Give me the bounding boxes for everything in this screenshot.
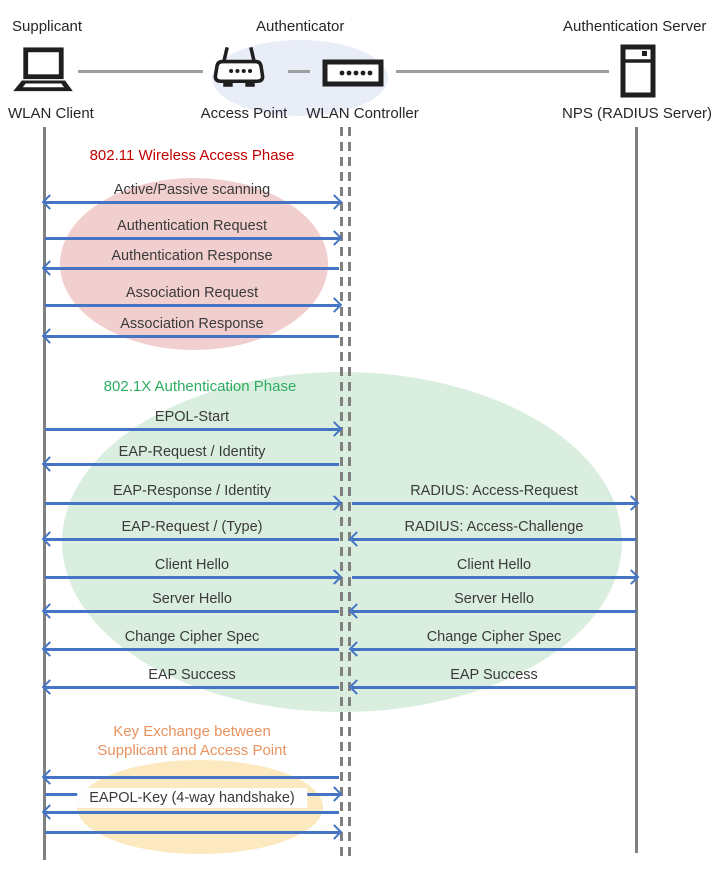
wireless-access-phase-ellipse xyxy=(60,178,328,350)
message-change-cipher-spec-right: Change Cipher Spec xyxy=(348,629,636,657)
message-eapol-key-3: EAPOL-Key (4-way handshake) xyxy=(41,788,339,820)
message-radius-access-request: RADIUS: Access-Request xyxy=(352,483,640,511)
arrow-line xyxy=(45,610,339,613)
arrow-line xyxy=(352,576,636,579)
arrow-line xyxy=(45,648,339,651)
wlan-client-label: WLAN Client xyxy=(8,105,94,122)
wireless-access-phase-title: 802.11 Wireless Access Phase xyxy=(89,147,295,164)
message-radius-access-challenge: RADIUS: Access-Challenge xyxy=(348,519,636,547)
message-label: EAP Success xyxy=(450,667,538,683)
message-label: EAP Success xyxy=(148,667,236,683)
nps-radius-server-label: NPS (RADIUS Server) xyxy=(562,105,713,122)
message-label: Server Hello xyxy=(152,591,232,607)
access-point-label: Access Point xyxy=(200,105,288,122)
wlc-server-link-line xyxy=(396,70,609,73)
message-label: Client Hello xyxy=(154,557,230,573)
message-label: Change Cipher Spec xyxy=(124,629,260,645)
arrow-line xyxy=(352,686,636,689)
arrow-line xyxy=(45,538,339,541)
authenticator-lifeline-right xyxy=(348,127,351,856)
message-eap-request-type: EAP-Request / (Type) xyxy=(41,519,339,547)
message-label: Server Hello xyxy=(454,591,534,607)
arrow-line xyxy=(45,776,339,779)
message-label: Authentication Response xyxy=(111,248,273,264)
message-label: EAP-Response / Identity xyxy=(113,483,271,499)
laptop-icon xyxy=(12,46,74,94)
message-eap-success-left: EAP Success xyxy=(41,667,339,695)
message-client-hello-left: Client Hello xyxy=(45,557,343,585)
message-label: Association Response xyxy=(120,316,264,332)
wlan-controller-icon xyxy=(322,59,384,87)
arrow-line xyxy=(45,267,339,270)
message-change-cipher-spec-left: Change Cipher Spec xyxy=(41,629,339,657)
dot1x-auth-phase-title: 802.1X Authentication Phase xyxy=(103,378,297,395)
message-label: EPOL-Start xyxy=(154,409,230,425)
access-point-icon xyxy=(213,45,265,97)
wlan-controller-label: WLAN Controller xyxy=(306,105,419,122)
arrow-line xyxy=(45,335,339,338)
message-server-hello-right: Server Hello xyxy=(348,591,636,619)
arrow-line xyxy=(45,686,339,689)
arrow-line xyxy=(45,237,339,240)
arrow-line xyxy=(45,831,339,834)
message-eap-request-identity: EAP-Request / Identity xyxy=(41,444,339,472)
message-association-response: Association Response xyxy=(41,316,339,344)
arrow-line xyxy=(45,304,339,307)
wlan-client-lifeline xyxy=(43,127,46,860)
message-eap-success-right: EAP Success xyxy=(348,667,636,695)
supplicant-ap-link-line xyxy=(78,70,203,73)
message-label: Authentication Request xyxy=(117,218,267,234)
message-authentication-response: Authentication Response xyxy=(41,248,339,276)
authentication-server-role-label: Authentication Server xyxy=(563,18,707,35)
message-label: EAP-Request / Identity xyxy=(118,444,266,460)
arrow-line xyxy=(45,463,339,466)
arrow-line xyxy=(352,648,636,651)
ap-wlc-link-line xyxy=(288,70,310,73)
server-lifeline xyxy=(635,127,638,853)
message-active-passive-scanning: Active/Passive scanning xyxy=(41,182,343,210)
key-exchange-phase-title: Key Exchange between Supplicant and Acce… xyxy=(97,723,287,759)
authenticator-lifeline-left xyxy=(340,127,343,856)
message-label: RADIUS: Access-Challenge xyxy=(404,519,584,535)
arrow-line xyxy=(352,502,636,505)
arrow-line xyxy=(45,576,339,579)
message-label: RADIUS: Access-Request xyxy=(410,483,578,499)
message-label: Client Hello xyxy=(456,557,532,573)
message-label: Change Cipher Spec xyxy=(426,629,562,645)
message-association-request: Association Request xyxy=(45,285,343,313)
message-label: EAPOL-Key (4-way handshake) xyxy=(77,788,307,808)
message-eapol-key-1 xyxy=(41,769,339,785)
message-eapol-key-4 xyxy=(45,824,343,840)
arrow-line xyxy=(352,610,636,613)
message-client-hello-right: Client Hello xyxy=(352,557,640,585)
arrow-line xyxy=(45,811,339,814)
message-authentication-request: Authentication Request xyxy=(45,218,343,246)
message-eap-response-identity: EAP-Response / Identity xyxy=(45,483,343,511)
arrow-line xyxy=(45,428,339,431)
message-server-hello-left: Server Hello xyxy=(41,591,339,619)
server-icon xyxy=(620,44,656,98)
arrow-line xyxy=(45,201,339,204)
arrow-line xyxy=(352,538,636,541)
authenticator-role-label: Authenticator xyxy=(256,18,345,35)
message-label: EAP-Request / (Type) xyxy=(121,519,263,535)
arrow-line xyxy=(45,502,339,505)
supplicant-role-label: Supplicant xyxy=(12,18,83,35)
message-label: Active/Passive scanning xyxy=(113,182,271,198)
message-epol-start: EPOL-Start xyxy=(45,409,343,437)
message-label: Association Request xyxy=(125,285,259,301)
